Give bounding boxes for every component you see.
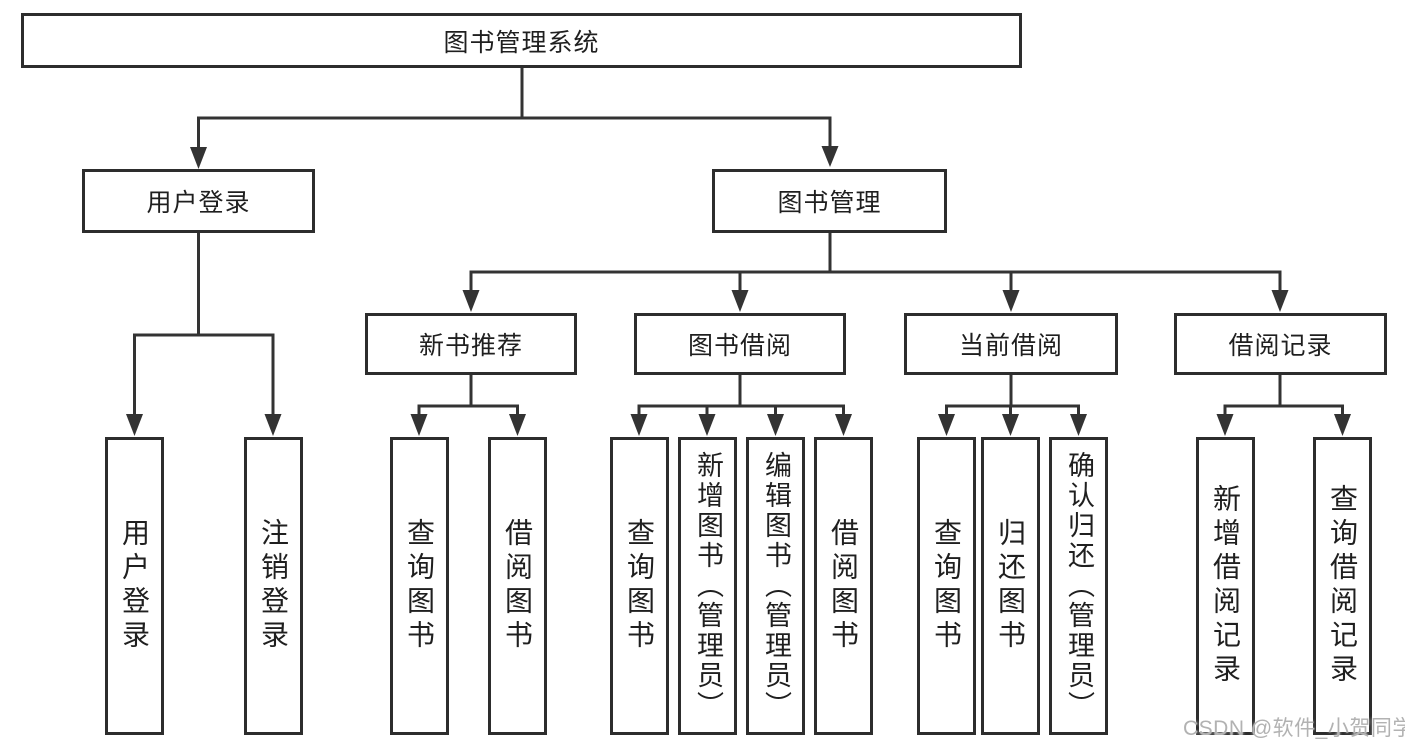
leaf-query-books-recommend: 查询图书 — [390, 437, 449, 735]
leaf-query-books-current: 查询图书 — [917, 437, 976, 735]
leaf-query-books-borrowing: 查询图书 — [610, 437, 669, 735]
arrowhead — [821, 146, 839, 167]
arrowhead — [630, 414, 648, 436]
node-new-book-recommend: 新书推荐 — [365, 313, 577, 375]
leaf-return-book: 归还图书 — [981, 437, 1040, 735]
leaf-add-book-admin: 新增图书（管理员） — [678, 437, 737, 735]
connector-userlogin-to-leaves — [133, 231, 275, 418]
connector-bookmgmt-to-level3 — [469, 231, 1282, 294]
connector-root-to-level2 — [197, 66, 832, 151]
arrowhead — [264, 414, 282, 436]
leaf-logout: 注销登录 — [244, 437, 303, 735]
arrowhead — [938, 414, 955, 436]
node-book-borrowing: 图书借阅 — [634, 313, 846, 375]
arrowhead — [1002, 414, 1019, 436]
leaf-borrow-books-recommend: 借阅图书 — [488, 437, 547, 735]
connector-newbook-to-leaves — [417, 373, 519, 418]
connector-bookborrow-to-leaves — [637, 373, 845, 418]
leaf-query-borrow-record: 查询借阅记录 — [1313, 437, 1372, 735]
arrowhead — [1002, 290, 1020, 312]
arrowhead — [767, 414, 784, 436]
arrowhead — [731, 290, 749, 312]
node-user-login: 用户登录 — [82, 169, 315, 233]
leaf-borrow-books-borrowing: 借阅图书 — [814, 437, 873, 735]
connector-strokes — [133, 66, 1344, 418]
leaf-add-borrow-record: 新增借阅记录 — [1196, 437, 1255, 735]
arrowhead — [126, 414, 143, 436]
node-root-library-system: 图书管理系统 — [21, 13, 1022, 68]
arrowhead — [698, 414, 716, 436]
connector-currentborrow-to-leaves — [945, 373, 1080, 418]
arrowhead — [509, 414, 526, 436]
csdn-watermark: CSDN @软件_小贺同学 — [1183, 717, 1405, 740]
connector-records-to-leaves — [1223, 373, 1344, 418]
node-borrow-records: 借阅记录 — [1174, 313, 1387, 375]
arrowhead — [1334, 414, 1351, 436]
arrowhead — [835, 414, 852, 436]
arrowhead — [1070, 414, 1087, 436]
leaf-confirm-return-admin: 确认归还（管理员） — [1049, 437, 1108, 735]
arrowhead — [1271, 290, 1289, 312]
leaf-user-login: 用户登录 — [105, 437, 164, 735]
arrowhead — [1216, 414, 1234, 436]
node-book-management: 图书管理 — [712, 169, 947, 233]
node-current-borrowing: 当前借阅 — [904, 313, 1118, 375]
arrowhead — [410, 414, 428, 436]
arrowhead — [190, 147, 207, 169]
arrowheads — [126, 146, 1351, 436]
leaf-edit-book-admin: 编辑图书（管理员） — [746, 437, 805, 735]
arrowhead — [462, 290, 480, 312]
